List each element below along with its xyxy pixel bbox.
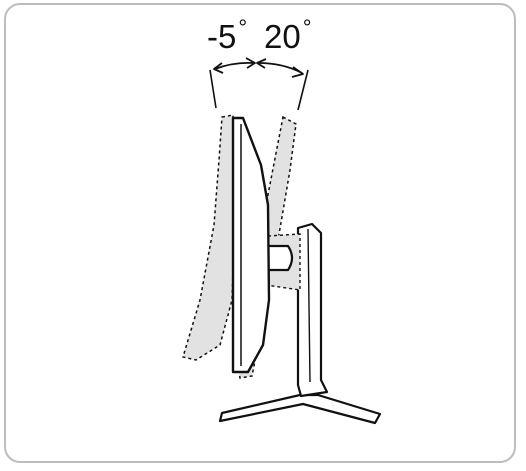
arrowhead-left-icon [213,62,224,74]
degree-symbol: ° [302,15,312,40]
forward-tilt-angle-label: -5° [207,17,247,55]
backward-tilt-guide [297,69,309,111]
ghost-monitor-forward-tilt [182,114,236,361]
stand-neck-edge [307,228,311,383]
stand-hinge [264,244,294,272]
forward-tilt-arc [214,61,255,70]
arrowhead-center-left-icon [245,57,256,69]
backward-tilt-angle-label: 20° [264,17,312,55]
arrowhead-right-icon [291,66,304,78]
backward-tilt-value: 20 [264,18,301,55]
stand-neck [296,222,329,398]
monitor-panel [231,116,271,374]
monitor-side-view [231,116,271,374]
stand-base [218,393,382,425]
arrowhead-center-right-icon [256,58,267,69]
forward-tilt-value: -5 [207,18,237,55]
forward-tilt-guide [209,69,217,109]
degree-symbol: ° [238,15,248,40]
angle-guides [209,57,309,111]
